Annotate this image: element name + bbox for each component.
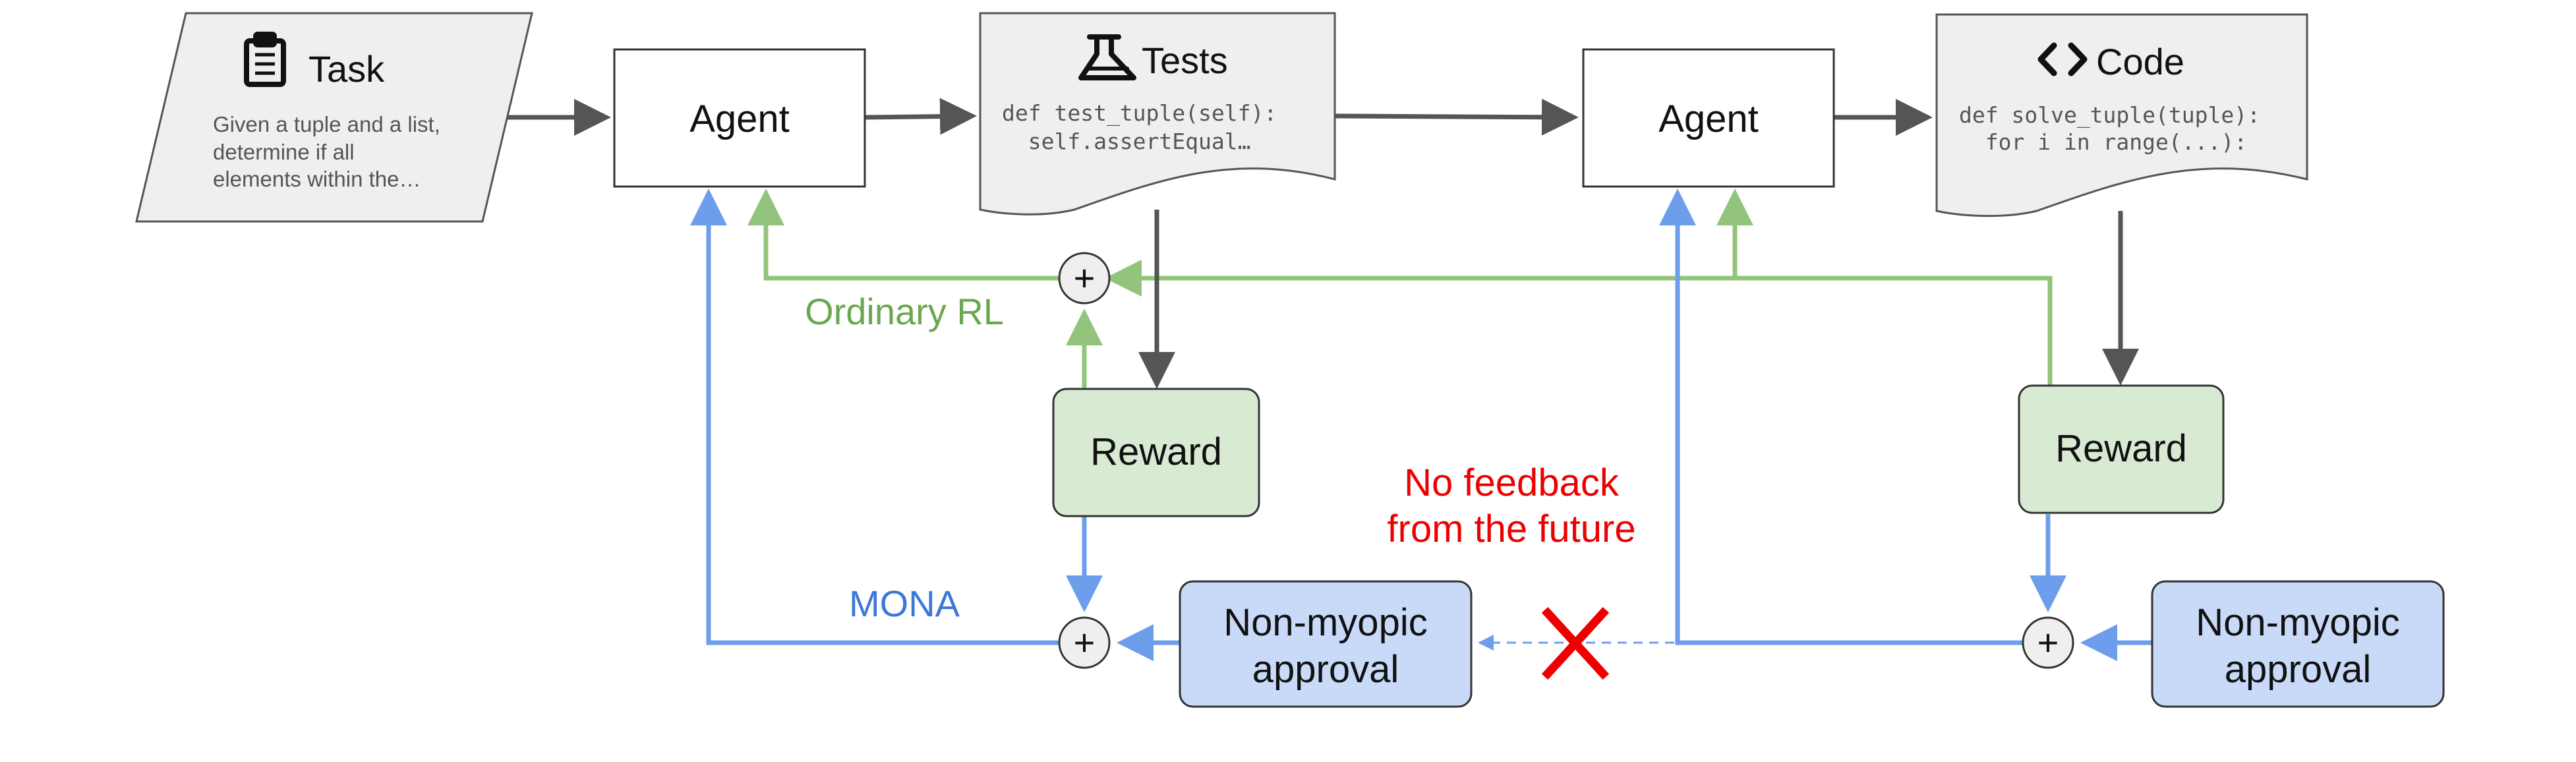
tests-code-line-2: self.assertEqual… xyxy=(1002,129,1251,154)
mona-label: MONA xyxy=(849,583,960,624)
task-line-3: elements within the… xyxy=(213,167,421,191)
code-shape xyxy=(1935,13,2308,218)
plus-sign: + xyxy=(1074,257,1096,299)
plus4-to-agent2-arrow xyxy=(1659,189,2023,645)
reward-1-label: Reward xyxy=(1090,430,1222,473)
approval-1-node: Non-myopic approval xyxy=(1179,580,1473,708)
sum-node-ordinary-rl: + xyxy=(1058,252,1111,305)
reward-1-node: Reward xyxy=(1052,388,1260,517)
task-node: Task Given a tuple and a list, determine… xyxy=(135,12,533,223)
clipboard-icon xyxy=(244,32,286,87)
code-node: Code def solve_tuple(tuple): for i in ra… xyxy=(1935,13,2308,218)
tests-title: Tests xyxy=(1142,40,1228,81)
agent-2-label: Agent xyxy=(1658,98,1759,140)
ordinary-rl-label: Ordinary RL xyxy=(805,291,1004,332)
code-brackets-icon xyxy=(2037,42,2088,76)
approval-1-line-2: approval xyxy=(1252,648,1399,691)
reward-2-node: Reward xyxy=(2018,384,2225,514)
approval-2-node: Non-myopic approval xyxy=(2151,580,2445,708)
approval-2-line-2: approval xyxy=(2225,648,2371,691)
approval-1-line-1: Non-myopic xyxy=(1223,601,1427,644)
main-flow-arrows xyxy=(508,98,2139,389)
agent-1-node: Agent xyxy=(613,48,866,188)
reward-2-label: Reward xyxy=(2055,427,2187,470)
reward2-feedback-arrow xyxy=(1105,260,2053,388)
plus2-to-agent1-arrow xyxy=(690,189,1059,645)
tests-to-agent2-arrow xyxy=(1334,98,1579,136)
agent1-to-tests-arrow xyxy=(865,98,977,135)
approval-2-line-1: Non-myopic xyxy=(2196,601,2399,644)
task-line-2: determine if all xyxy=(213,140,355,164)
task-line-1: Given a tuple and a list, xyxy=(213,112,440,136)
no-feedback-label-line-1: No feedback xyxy=(1404,461,1620,504)
agent-1-label: Agent xyxy=(689,98,790,140)
plus-sign: + xyxy=(2037,622,2059,663)
tests-node: Tests def test_tuple(self): self.assertE… xyxy=(979,12,1336,216)
no-feedback-label-line-2: from the future xyxy=(1387,508,1635,550)
code-line-2: for i in range(...): xyxy=(1959,129,2247,155)
agent-2-node: Agent xyxy=(1582,48,1835,188)
mona-paths xyxy=(690,189,2152,661)
task-title: Task xyxy=(308,48,385,90)
plus1-to-agent1-arrow xyxy=(747,189,1059,281)
code-line-1: def solve_tuple(tuple): xyxy=(1959,102,2260,129)
code-title: Code xyxy=(2096,41,2184,82)
tests-shape xyxy=(979,12,1336,216)
flask-icon xyxy=(1078,34,1136,80)
ordinary-rl-paths xyxy=(747,189,2053,389)
blocked-cross-icon xyxy=(1541,606,1610,680)
tests-code-line-1: def test_tuple(self): xyxy=(1002,100,1277,127)
task-shape xyxy=(135,12,533,223)
plus-sign: + xyxy=(1074,622,1096,663)
sum-node-mona-1: + xyxy=(1058,616,1111,669)
sum-node-mona-2: + xyxy=(2022,616,2074,669)
